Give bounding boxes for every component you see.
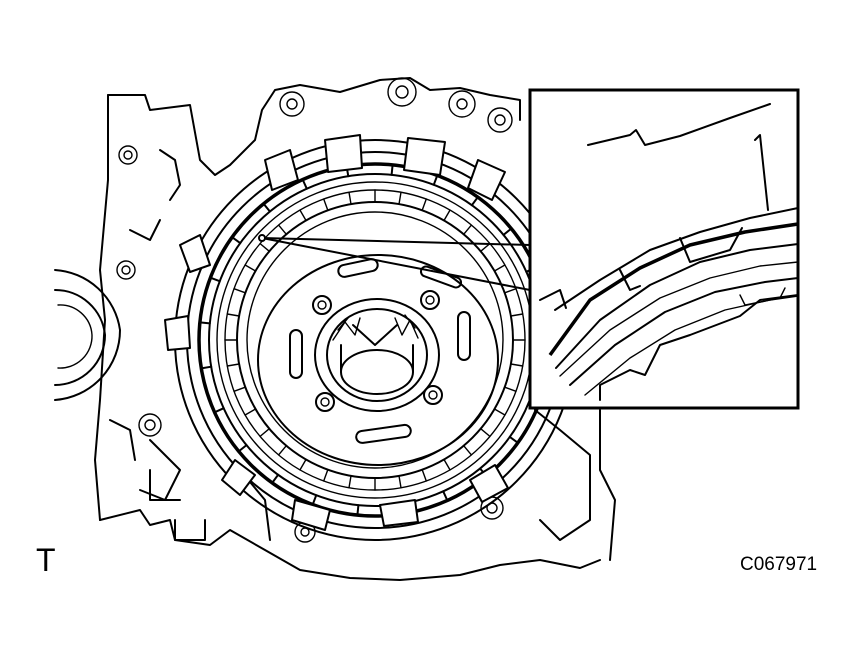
plate-lug (301, 178, 308, 190)
plate-lug (508, 435, 519, 444)
spline-tooth (421, 198, 427, 212)
plate-lug (271, 473, 280, 484)
plate-lug (356, 504, 360, 517)
plate-lug (262, 202, 271, 213)
spline-tooth (463, 445, 473, 456)
spline-tooth (233, 288, 247, 294)
side-housing (54, 269, 122, 401)
spline-tooth (504, 386, 517, 392)
spline-tooth (233, 386, 247, 392)
spline-tooth (443, 458, 451, 471)
spline-tooth (323, 198, 329, 212)
mounting-bosses (116, 77, 513, 543)
detail-inset (528, 88, 800, 410)
plate-lug (237, 444, 248, 453)
plate-lug (231, 236, 242, 245)
spline-tooth (510, 363, 524, 367)
plate-lug (390, 163, 394, 176)
plate-lug (502, 227, 513, 236)
spline-tooth (398, 191, 402, 205)
housing-outline (94, 77, 616, 581)
spline-tooth (277, 445, 287, 456)
spline-tooth (348, 475, 352, 489)
plate-lug (198, 321, 211, 325)
plate-lug (432, 174, 439, 186)
spline-tooth (244, 264, 257, 272)
spline-tooth (226, 363, 240, 367)
drum-tabs (164, 134, 509, 531)
corner-mark: T (36, 542, 56, 578)
spline-tooth (259, 242, 270, 253)
spline-tooth (277, 224, 287, 236)
plate-lug (209, 276, 221, 283)
spline-tooth (463, 224, 473, 236)
spline-tooth (504, 288, 517, 294)
spline-tooth (226, 313, 240, 317)
spline-tooth (398, 475, 402, 489)
plate-lug (470, 196, 479, 207)
spline-tooth (443, 209, 451, 222)
spline-tooth (510, 313, 524, 317)
spline-tooth (493, 408, 506, 416)
spline-tooth (244, 408, 257, 416)
spline-tooth (299, 458, 307, 471)
plate-lug (213, 407, 225, 414)
spline-tooth (480, 428, 491, 438)
figure-code: C067971 (740, 554, 818, 575)
hub-plate (257, 254, 499, 466)
drum-splines (198, 163, 552, 517)
plate-lug (200, 365, 213, 370)
spline-tooth (259, 428, 270, 438)
central-hub (314, 298, 440, 412)
spline-tooth (299, 209, 307, 222)
spline-tooth (421, 469, 427, 482)
spline-tooth (493, 264, 506, 272)
spline-tooth (323, 469, 329, 482)
plate-lug (442, 490, 449, 502)
hub-bolts (312, 290, 443, 412)
plate-lug (311, 494, 318, 506)
spline-tooth (348, 191, 352, 205)
zoom-leader (258, 234, 531, 291)
